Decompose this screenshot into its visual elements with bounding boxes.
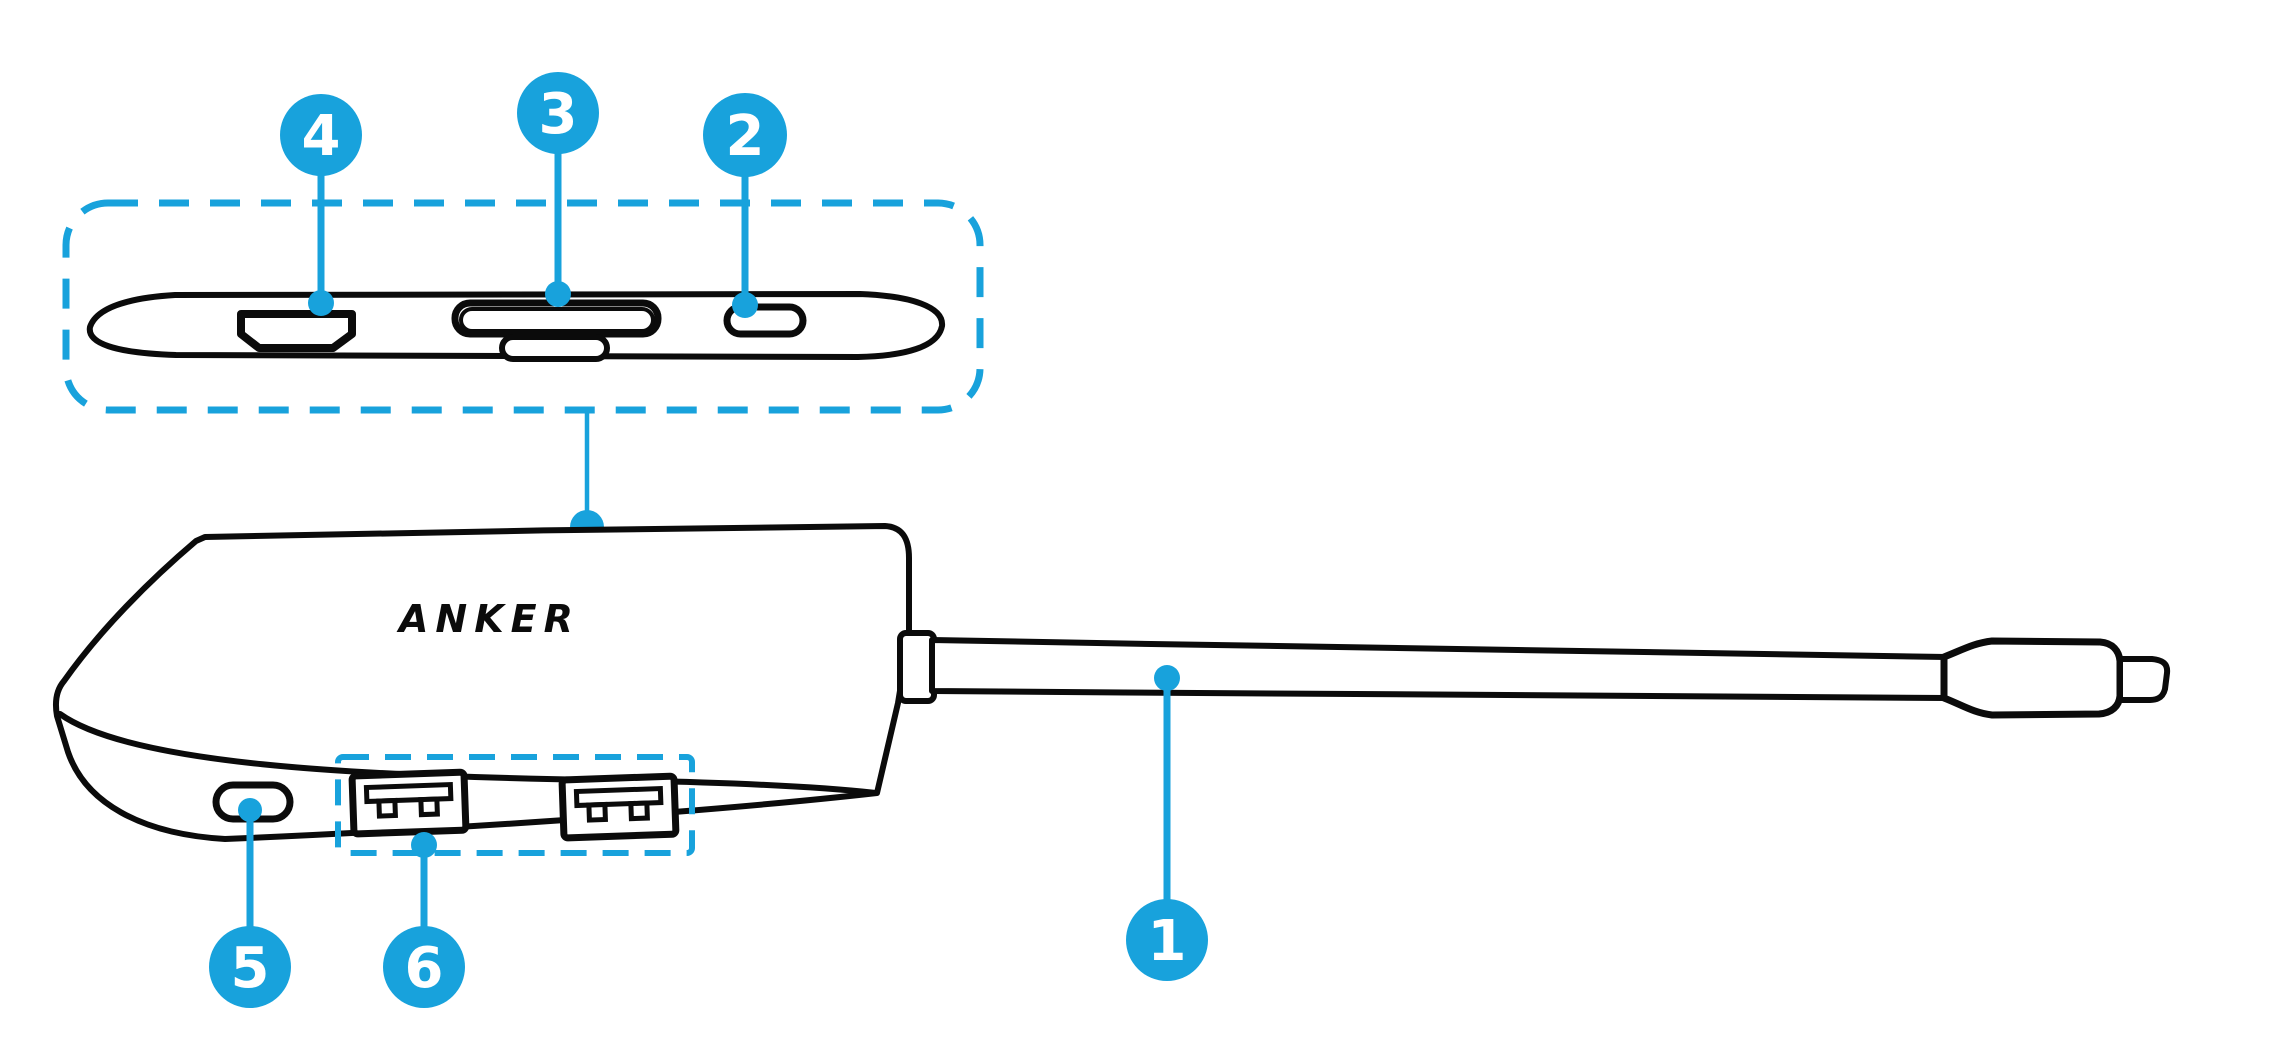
- sd-card-slot-inner: [459, 307, 655, 333]
- top-view-group: [62, 199, 984, 414]
- callout-1: 1: [1126, 665, 1208, 981]
- callout-1-anchor-dot: [1154, 665, 1180, 691]
- callout-1-number: 1: [1148, 909, 1187, 974]
- callout-6-badge: [383, 926, 465, 1008]
- callout-5: 5: [209, 798, 291, 1008]
- usb-a-port-1-pin-left: [376, 797, 398, 819]
- callout-4-anchor-dot: [308, 290, 334, 316]
- usb-a-port-1: [348, 768, 470, 838]
- sd-card-slot: [451, 299, 662, 338]
- usb-a-port-2-pin-right: [628, 800, 650, 822]
- top-view-dashed-outline: [62, 199, 984, 414]
- callout-3: 3: [517, 72, 599, 307]
- callout-6-anchor-dot: [411, 832, 437, 858]
- usb-a-ports-dashed-outline: [335, 754, 695, 856]
- usb-c-plug-tip: [2117, 656, 2171, 703]
- usb-a-port-2: [558, 772, 680, 842]
- callout-2-anchor-dot: [732, 292, 758, 318]
- callout-4: 4: [280, 94, 362, 316]
- hub-front-edge-crease: [57, 711, 879, 796]
- callout-2-number: 2: [726, 104, 765, 169]
- callout-5-badge: [209, 926, 291, 1008]
- cable-strain-relief: [897, 630, 937, 704]
- callout-3-badge: [517, 72, 599, 154]
- callout-2-badge: [703, 93, 787, 177]
- callout-4-badge: [280, 94, 362, 176]
- callout-5-anchor-dot: [238, 798, 262, 822]
- usb-a-port-1-pin-right: [418, 796, 440, 818]
- main-3d-view-group: ANKER: [52, 523, 2171, 856]
- callout-3-anchor-dot: [545, 281, 571, 307]
- callout-5-number: 5: [231, 936, 270, 1001]
- hub-body-outline: [52, 523, 912, 842]
- callout-2: 2: [703, 93, 787, 318]
- usb-c-connector-body: [1940, 637, 2124, 719]
- callout-1-badge: [1126, 899, 1208, 981]
- callout-6-number: 6: [405, 936, 444, 1001]
- anker-logo: ANKER: [396, 597, 580, 641]
- usb-a-port-2-pin-left: [586, 801, 608, 823]
- zoom-link-line: [570, 410, 604, 544]
- callout-4-number: 4: [302, 104, 341, 169]
- hdmi-port: [237, 310, 356, 352]
- callout-6: 6: [383, 832, 465, 1008]
- callout-3-number: 3: [539, 82, 578, 147]
- microsd-card-slot: [499, 334, 610, 362]
- usb-c-cable: [929, 637, 1949, 701]
